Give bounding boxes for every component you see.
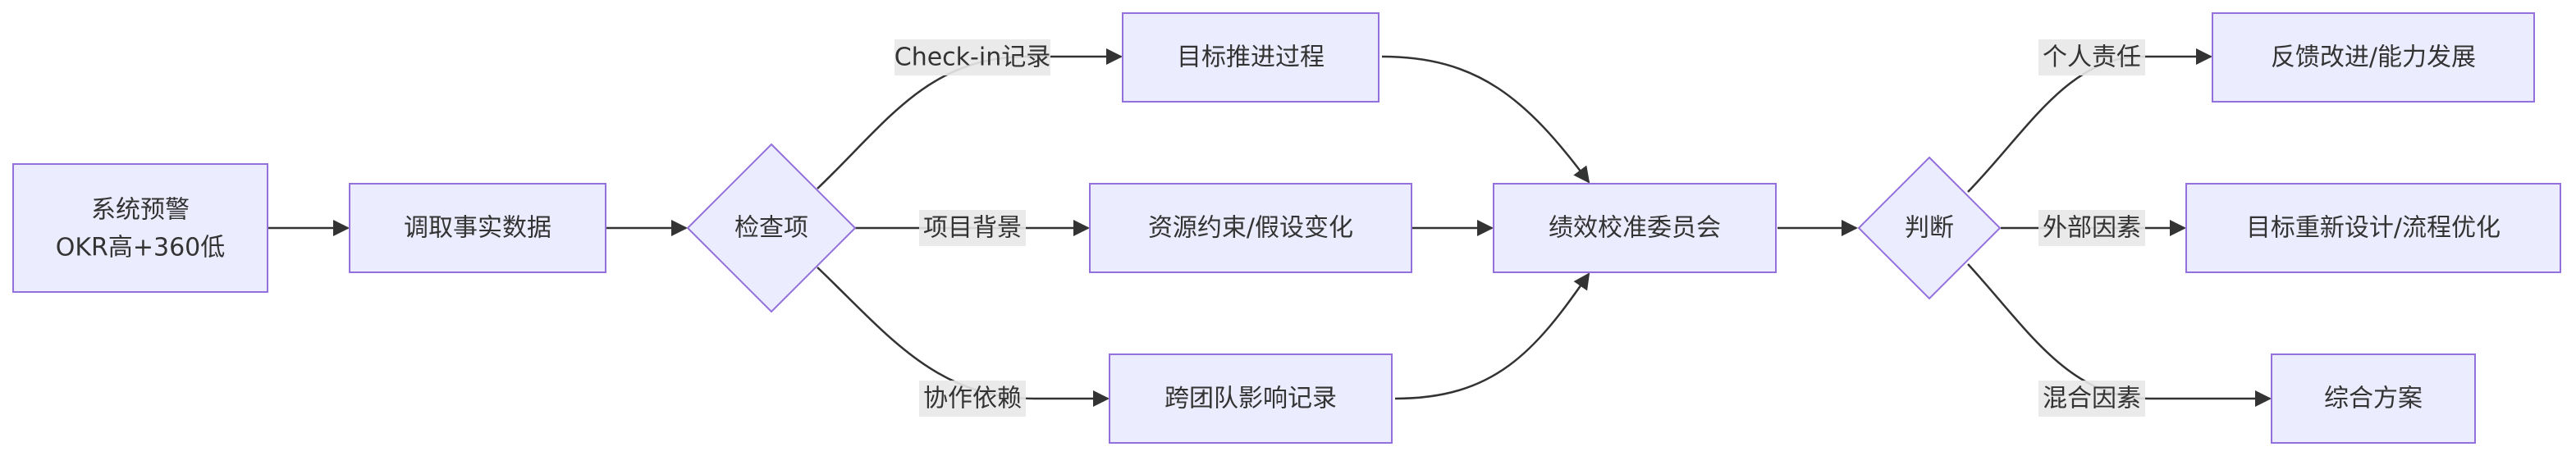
edge-check-to-cross	[817, 267, 1110, 407]
edge-check-to-process	[817, 48, 1123, 189]
node-check: 检查项	[686, 143, 857, 313]
edge-label-bg	[919, 210, 1026, 246]
node-alert-line2: OKR高+360低	[56, 234, 226, 262]
edge-judge-to-feedback	[1967, 48, 2212, 193]
edge-label-personal: 个人责任	[2043, 43, 2141, 72]
node-feedback-label: 反馈改进/能力发展	[2271, 43, 2476, 72]
node-redesign: 目标重新设计/流程优化	[2185, 183, 2561, 273]
node-committee: 绩效校准委员会	[1493, 183, 1777, 273]
node-resource-label: 资源约束/假设变化	[1148, 214, 1353, 243]
edge-process-to-committee	[1381, 55, 1590, 184]
edge-label-bg	[2038, 39, 2145, 75]
node-fetch-label: 调取事实数据	[404, 214, 551, 243]
edge-label-bg	[2038, 210, 2145, 246]
edge-label-checkin: Check-in记录	[895, 43, 1050, 72]
edge-label-mixed: 混合因素	[2043, 385, 2141, 413]
node-fetch: 调取事实数据	[349, 183, 606, 273]
edge-label-bg	[2038, 381, 2145, 417]
node-combined: 综合方案	[2271, 353, 2476, 444]
node-redesign-label: 目标重新设计/流程优化	[2246, 214, 2501, 243]
node-committee-label: 绩效校准委员会	[1549, 214, 1721, 243]
node-judge-label: 判断	[1905, 214, 1954, 243]
node-process: 目标推进过程	[1122, 12, 1380, 103]
node-cross: 跨团队影响记录	[1109, 353, 1393, 444]
edge-labels: Check-in记录 项目背景 协作依赖 个人责任 外部因素 混合因素	[895, 39, 2145, 417]
edge-label-collab: 协作依赖	[923, 385, 1022, 413]
edge-judge-to-combined	[1967, 263, 2272, 407]
edge-label-external: 外部因素	[2043, 214, 2141, 243]
node-feedback: 反馈改进/能力发展	[2212, 12, 2535, 103]
edge-cross-to-committee	[1394, 272, 1590, 400]
edge-label-bg	[919, 381, 1026, 417]
edge-label-bg	[895, 39, 1050, 75]
edge-label-background: 项目背景	[923, 214, 1022, 243]
node-alert-line1: 系统预警	[91, 196, 190, 225]
node-check-label: 检查项	[734, 214, 808, 243]
node-cross-label: 跨团队影响记录	[1164, 385, 1337, 413]
node-judge: 判断	[1857, 156, 2002, 300]
node-combined-label: 综合方案	[2324, 385, 2423, 413]
node-resource: 资源约束/假设变化	[1089, 183, 1412, 273]
node-alert: 系统预警 OKR高+360低	[12, 163, 268, 293]
node-process-label: 目标推进过程	[1177, 43, 1325, 72]
